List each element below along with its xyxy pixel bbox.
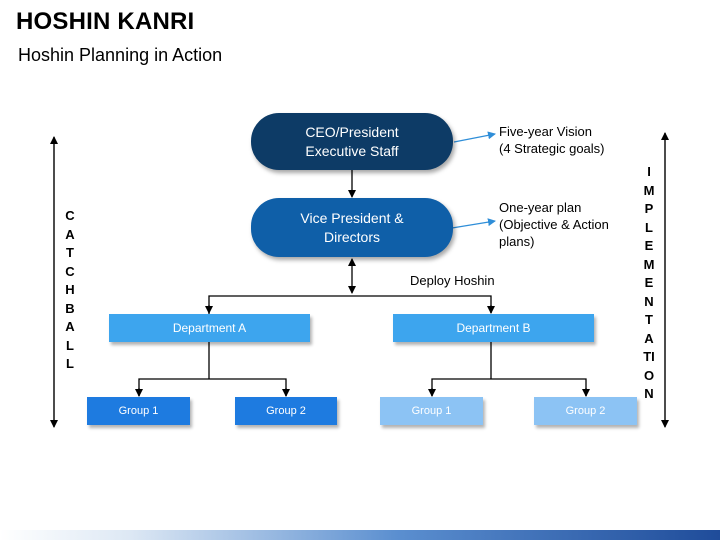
dept-b-group-1-label: Group 1 <box>411 405 452 417</box>
catchball-letter: L <box>66 356 74 371</box>
implementation-letter: M <box>643 182 655 198</box>
implementation-letter: P <box>644 201 654 216</box>
five-year-vision-note: Five-year Vision (4 Strategic goals) <box>499 124 605 156</box>
page-title: HOSHIN KANRI <box>16 8 195 35</box>
implementation-letter: TI <box>643 349 655 364</box>
catchball-letter: A <box>65 319 75 334</box>
implementation-letter: T <box>645 312 653 327</box>
implementation-letter: N <box>644 386 654 401</box>
catchball-letter: A <box>65 226 75 242</box>
department-b-label: Department B <box>456 321 531 335</box>
dept-a-group-1-label: Group 1 <box>118 405 159 417</box>
implementation-letter: M <box>643 256 655 272</box>
dept-b-group-2-label: Group 2 <box>565 405 606 417</box>
implementation-letter: E <box>644 238 654 253</box>
implementation-letter: I <box>647 164 651 179</box>
ceo-node-label: CEO/President Executive Staff <box>305 123 399 159</box>
footer-gradient-bar <box>0 530 720 540</box>
implementation-letter: L <box>645 219 653 235</box>
catchball-letter: B <box>65 300 75 316</box>
ceo-node: CEO/President Executive Staff <box>251 113 453 170</box>
department-b-node: Department B <box>393 314 594 342</box>
vp-node-label: Vice President & Directors <box>300 209 404 245</box>
one-year-plan-note: One-year plan (Objective & Action plans) <box>499 200 609 249</box>
dept-b-group-1-node: Group 1 <box>380 397 483 425</box>
implementation-letter: A <box>644 330 654 346</box>
vp-note-pointer <box>451 218 496 229</box>
catchball-letter: H <box>65 282 75 297</box>
catchball-letter: L <box>66 337 74 353</box>
ceo-note-pointer <box>453 131 496 143</box>
dept-b-group-2-node: Group 2 <box>534 397 637 425</box>
department-branch-line <box>208 295 492 314</box>
implementation-letter: O <box>643 367 655 383</box>
deploy-hoshin-label: Deploy Hoshin <box>410 273 495 288</box>
dept-a-group-1-node: Group 1 <box>87 397 190 425</box>
catchball-letter: C <box>65 263 75 279</box>
catchball-label: C A T C H B A L L <box>62 207 78 374</box>
page-subtitle: Hoshin Planning in Action <box>18 45 223 65</box>
department-a-label: Department A <box>172 321 247 335</box>
department-a-node: Department A <box>109 314 310 342</box>
catchball-letter: T <box>66 245 74 260</box>
dept-a-group-2-node: Group 2 <box>235 397 337 425</box>
dept-a-group-2-label: Group 2 <box>266 405 306 417</box>
vp-node: Vice President & Directors <box>251 198 453 257</box>
catchball-letter: C <box>65 208 75 223</box>
implementation-label: I M P L E M E N T A TI O N <box>638 163 660 404</box>
implementation-letter: N <box>644 293 654 309</box>
implementation-letter: E <box>644 275 654 290</box>
